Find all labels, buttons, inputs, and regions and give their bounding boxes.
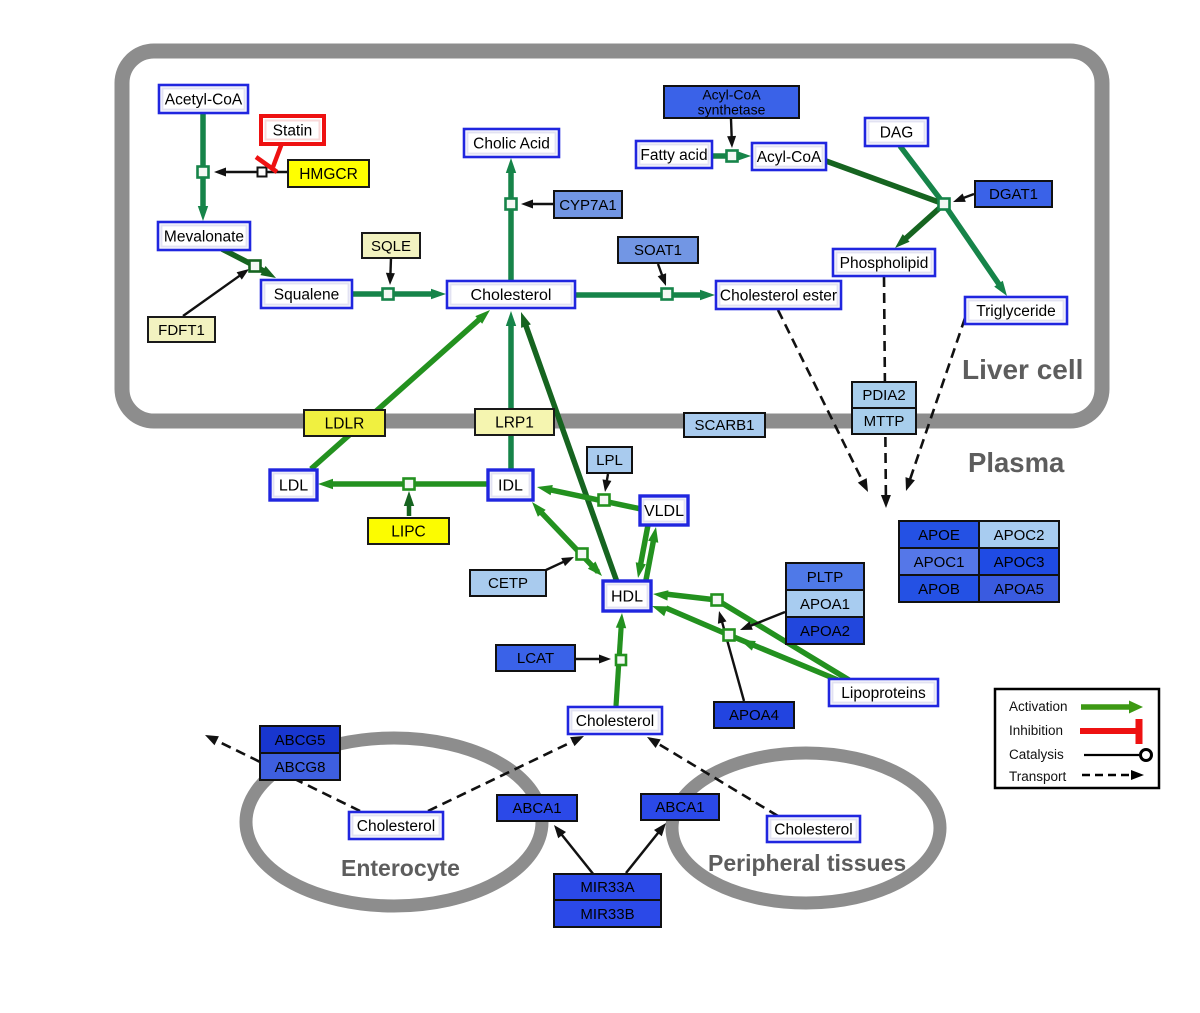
- svg-text:Cholesterol: Cholesterol: [774, 821, 852, 838]
- svg-text:Cholesterol: Cholesterol: [357, 818, 435, 835]
- svg-text:VLDL: VLDL: [644, 503, 684, 520]
- svg-text:LPL: LPL: [596, 452, 623, 469]
- svg-text:APOA2: APOA2: [800, 623, 850, 640]
- svg-text:Statin: Statin: [273, 122, 313, 139]
- svg-text:LIPC: LIPC: [391, 523, 425, 540]
- svg-text:Catalysis: Catalysis: [1009, 747, 1064, 762]
- svg-text:MTTP: MTTP: [864, 413, 905, 430]
- svg-text:APOC1: APOC1: [914, 554, 965, 571]
- svg-text:MIR33A: MIR33A: [580, 879, 634, 896]
- svg-text:APOA1: APOA1: [800, 596, 850, 613]
- svg-text:LDLR: LDLR: [325, 415, 365, 432]
- svg-text:Plasma: Plasma: [968, 447, 1065, 478]
- svg-text:PLTP: PLTP: [807, 569, 843, 586]
- svg-text:HMGCR: HMGCR: [299, 166, 358, 183]
- svg-text:Peripheral tissues: Peripheral tissues: [708, 850, 906, 876]
- svg-text:DGAT1: DGAT1: [989, 186, 1038, 203]
- svg-text:Lipoproteins: Lipoproteins: [841, 685, 926, 702]
- svg-text:APOE: APOE: [918, 527, 960, 544]
- svg-text:Acyl-CoA: Acyl-CoA: [702, 86, 761, 102]
- svg-text:Transport: Transport: [1009, 769, 1067, 784]
- svg-text:CYP7A1: CYP7A1: [559, 197, 617, 214]
- svg-text:ABCA1: ABCA1: [512, 800, 561, 817]
- svg-text:Cholesterol ester: Cholesterol ester: [720, 287, 837, 304]
- svg-text:Cholesterol: Cholesterol: [576, 713, 654, 730]
- svg-text:Fatty acid: Fatty acid: [640, 147, 707, 164]
- svg-text:ABCG8: ABCG8: [275, 759, 326, 776]
- svg-text:Liver cell: Liver cell: [962, 354, 1083, 385]
- svg-text:IDL: IDL: [498, 478, 523, 495]
- svg-text:PDIA2: PDIA2: [862, 387, 905, 404]
- svg-text:Inhibition: Inhibition: [1009, 723, 1063, 738]
- svg-text:APOC3: APOC3: [994, 554, 1045, 571]
- svg-text:LCAT: LCAT: [517, 650, 554, 667]
- svg-text:APOA5: APOA5: [994, 581, 1044, 598]
- svg-text:SCARB1: SCARB1: [694, 417, 754, 434]
- svg-text:Activation: Activation: [1009, 699, 1068, 714]
- svg-text:SOAT1: SOAT1: [634, 242, 682, 259]
- svg-text:Cholesterol: Cholesterol: [471, 287, 552, 304]
- svg-text:DAG: DAG: [880, 124, 914, 141]
- svg-text:CETP: CETP: [488, 575, 528, 592]
- svg-text:SQLE: SQLE: [371, 238, 411, 255]
- svg-text:APOB: APOB: [918, 581, 960, 598]
- svg-text:Acetyl-CoA: Acetyl-CoA: [165, 91, 243, 108]
- svg-text:APOA4: APOA4: [729, 707, 779, 724]
- svg-text:Cholic Acid: Cholic Acid: [473, 135, 550, 152]
- svg-text:synthetase: synthetase: [698, 101, 766, 117]
- svg-text:ABCA1: ABCA1: [655, 799, 704, 816]
- svg-text:APOC2: APOC2: [994, 527, 1045, 544]
- svg-text:Enterocyte: Enterocyte: [341, 855, 460, 881]
- svg-text:ABCG5: ABCG5: [275, 732, 326, 749]
- svg-text:LRP1: LRP1: [495, 414, 534, 431]
- svg-text:LDL: LDL: [279, 478, 308, 495]
- svg-text:HDL: HDL: [611, 589, 643, 606]
- svg-text:FDFT1: FDFT1: [158, 322, 205, 339]
- svg-text:MIR33B: MIR33B: [580, 906, 634, 923]
- svg-text:Triglyceride: Triglyceride: [976, 303, 1056, 320]
- svg-text:Phospholipid: Phospholipid: [840, 255, 929, 272]
- svg-text:Mevalonate: Mevalonate: [164, 228, 244, 245]
- svg-text:Acyl-CoA: Acyl-CoA: [757, 149, 822, 166]
- svg-text:Squalene: Squalene: [274, 286, 340, 303]
